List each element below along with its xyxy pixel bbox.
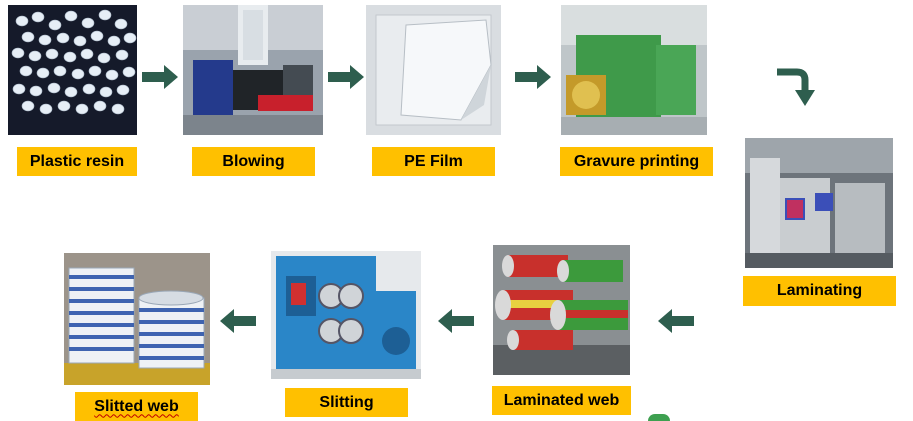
step-label-blowing: Blowing bbox=[192, 147, 315, 176]
step-label-text: Slitting bbox=[319, 393, 374, 411]
laminating-photo bbox=[745, 138, 893, 268]
step-label-plastic-resin: Plastic resin bbox=[17, 147, 137, 176]
step-label-slitted-web: Slitted web bbox=[75, 392, 198, 421]
turn-down-arrow-icon bbox=[775, 66, 817, 108]
left-arrow-icon bbox=[438, 309, 474, 333]
gravure-printing-photo bbox=[561, 5, 707, 135]
step-label-text: Slitted web bbox=[94, 397, 179, 415]
plastic-resin-photo bbox=[8, 5, 137, 135]
step-label-text: Gravure printing bbox=[573, 152, 700, 170]
right-arrow-icon bbox=[515, 65, 551, 89]
left-arrow-icon bbox=[220, 309, 256, 333]
step-label-pe-film: PE Film bbox=[372, 147, 495, 176]
slitting-photo bbox=[271, 251, 421, 379]
step-label-laminated-web: Laminated web bbox=[492, 386, 631, 415]
step-label-text: Plastic resin bbox=[29, 152, 125, 170]
step-label-laminating: Laminating bbox=[743, 276, 896, 306]
step-label-slitting: Slitting bbox=[285, 388, 408, 417]
slitted-web-photo bbox=[64, 253, 210, 385]
laminated-web-photo bbox=[493, 245, 630, 375]
step-label-gravure-printing: Gravure printing bbox=[560, 147, 713, 176]
right-arrow-icon bbox=[328, 65, 364, 89]
blowing-photo bbox=[183, 5, 323, 135]
step-label-text: Blowing bbox=[222, 152, 285, 170]
step-label-text: Laminated web bbox=[503, 391, 620, 409]
step-label-text: PE Film bbox=[404, 152, 463, 170]
step-label-text: Laminating bbox=[776, 282, 863, 299]
right-arrow-icon bbox=[142, 65, 178, 89]
decorative-mark bbox=[648, 414, 670, 421]
pe-film-photo bbox=[366, 5, 501, 135]
left-arrow-icon bbox=[658, 309, 694, 333]
